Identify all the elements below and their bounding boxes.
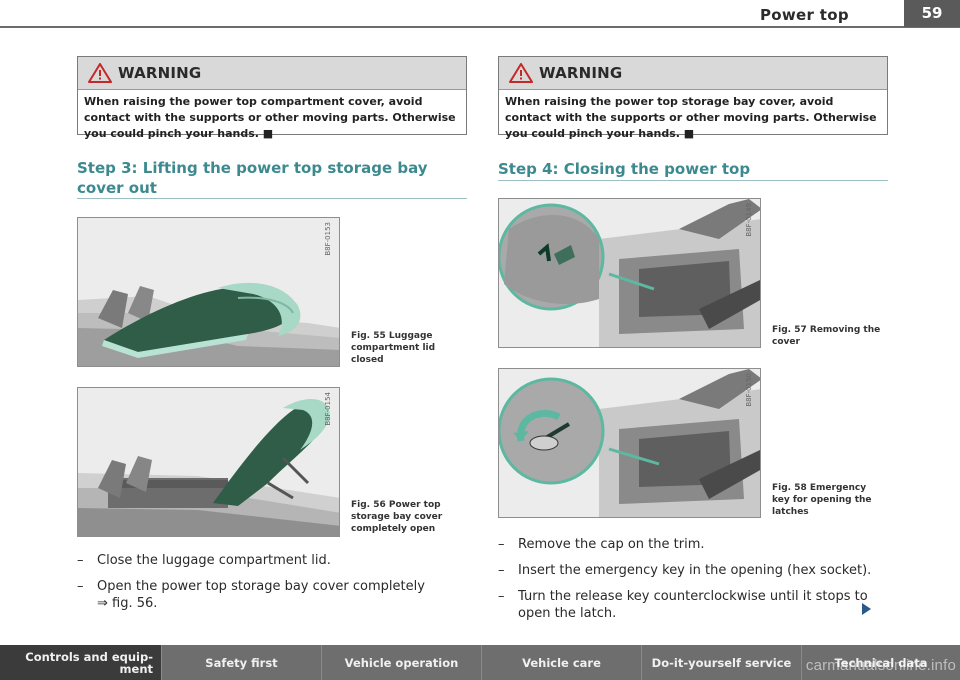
footer-tab-vehicle-operation[interactable]: Vehicle operation	[322, 645, 482, 680]
figure-removing-cover: B8F-0149	[498, 198, 761, 348]
figure-reference-link[interactable]: ⇒ fig. 56.	[97, 596, 158, 611]
figure-luggage-lid-closed: B8F-0153	[77, 217, 340, 367]
figure-code: B8F-0150	[745, 373, 753, 407]
warning-triangle-icon	[88, 63, 112, 83]
warning-box-left: WARNING When raising the power top compa…	[77, 56, 467, 140]
warning-title: WARNING	[539, 64, 623, 82]
list-item: – Remove the cap on the trim.	[498, 537, 705, 552]
trim-illustration	[499, 199, 760, 347]
list-item: – Insert the emergency key in the openin…	[498, 563, 872, 578]
list-item: – Turn the release key counterclockwise …	[498, 589, 868, 621]
figure-caption: Fig. 56 Power top storage bay cover comp…	[351, 500, 443, 534]
warning-header: WARNING	[78, 57, 466, 90]
car-illustration	[78, 388, 339, 536]
key-illustration	[499, 369, 760, 517]
figure-caption: Fig. 57 Removing the cover	[772, 325, 881, 347]
watermark: carmanualsonline.info	[805, 657, 956, 674]
warning-title: WARNING	[118, 64, 202, 82]
step3-heading: Step 3: Lifting the power top storage ba…	[77, 159, 428, 197]
warning-triangle-icon	[509, 63, 533, 83]
footer-tab-diy-service[interactable]: Do-it-yourself service	[642, 645, 802, 680]
header-rule	[0, 26, 960, 28]
heading-rule	[498, 180, 888, 181]
figure-storage-cover-open: B8F-0154	[77, 387, 340, 537]
footer-tab-technical-data[interactable]: Technical data	[802, 645, 960, 680]
warning-box-right: WARNING When raising the power top stora…	[498, 56, 888, 140]
page-number: 59	[904, 0, 960, 27]
footer-tab-controls[interactable]: Controls and equip-ment	[0, 645, 162, 680]
step4-heading: Step 4: Closing the power top	[498, 160, 751, 178]
figure-code: B8F-0149	[745, 203, 753, 237]
figure-emergency-key: B8F-0150	[498, 368, 761, 518]
figure-code: B8F-0154	[324, 392, 332, 426]
heading-rule	[77, 198, 467, 199]
warning-header: WARNING	[499, 57, 887, 90]
list-item: – Close the luggage compartment lid.	[77, 553, 331, 568]
figure-caption: Fig. 58 Emergency key for opening the la…	[772, 483, 872, 517]
figure-caption: Fig. 55 Luggage compartment lid closed	[351, 331, 436, 365]
figure-code: B8F-0153	[324, 222, 332, 256]
car-illustration	[78, 218, 339, 366]
warning-text: When raising the power top storage bay c…	[505, 95, 877, 140]
warning-text: When raising the power top compartment c…	[84, 95, 456, 140]
page-section-title: Power top	[760, 6, 849, 24]
right-instructions: – Remove the cap on the trim. – Insert t…	[498, 536, 888, 631]
footer-nav: Controls and equip-ment Safety first Veh…	[0, 645, 960, 680]
left-instructions: – Close the luggage compartment lid. – O…	[77, 552, 467, 621]
continue-arrow-icon	[862, 603, 871, 615]
list-item: – Open the power top storage bay cover c…	[77, 578, 467, 612]
footer-tab-safety[interactable]: Safety first	[162, 645, 322, 680]
footer-tab-vehicle-care[interactable]: Vehicle care	[482, 645, 642, 680]
